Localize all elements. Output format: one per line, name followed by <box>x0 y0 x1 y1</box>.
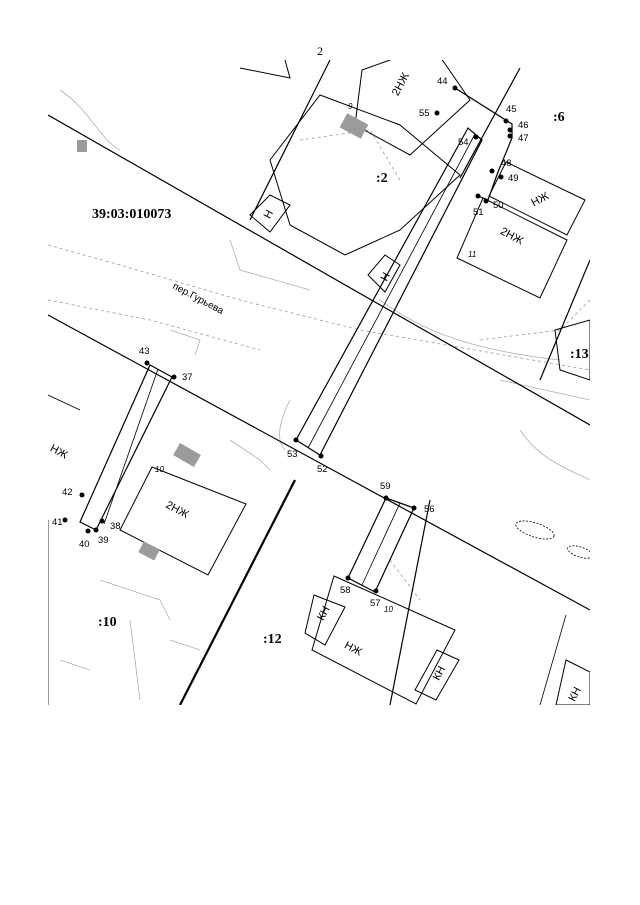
point-54-label: 54 <box>458 137 469 148</box>
building-nzh-east <box>488 161 586 236</box>
building-top-fragment <box>239 60 291 79</box>
building-2nzh-north <box>354 60 471 156</box>
point-48-label: 48 <box>501 158 512 169</box>
parcel-code-2: :2 <box>376 171 388 186</box>
parcel-code-6: :6 <box>553 110 565 125</box>
house-number-9: 9 <box>348 102 353 111</box>
label-2nzh-north: 2НЖ <box>390 71 412 98</box>
point-38-label: 38 <box>110 521 121 532</box>
building-n-west <box>249 194 291 233</box>
label-2nzh-east: 2НЖ <box>498 225 525 247</box>
point-40-label: 40 <box>79 539 90 550</box>
easement-strips <box>79 87 513 593</box>
point-57-label: 57 <box>370 598 381 609</box>
street-name: пер.Гурьева <box>171 281 226 317</box>
parcel-2-outline <box>269 94 461 256</box>
point-49-label: 49 <box>508 173 519 184</box>
point-53-label: 53 <box>287 449 298 460</box>
parcel-codes: 39:03:010073 :2 :6 :13 :10 :12 <box>92 110 589 647</box>
label-2nzh-south: 2НЖ <box>164 499 191 521</box>
label-nzh-west: НЖ <box>48 442 70 461</box>
point-59-label: 59 <box>380 481 391 492</box>
point-45-label: 45 <box>506 104 517 115</box>
page-number: 2 <box>317 44 323 58</box>
building-2nzh-south <box>119 466 247 576</box>
point-58-label: 58 <box>340 585 351 596</box>
point-43-label: 43 <box>139 346 150 357</box>
point-37-label: 37 <box>182 372 193 383</box>
point-46-label: 46 <box>518 120 529 131</box>
house-numbers: 9 11 10 10 <box>155 102 476 614</box>
house-number-10-a: 10 <box>155 465 164 474</box>
parcel-code-13: :13 <box>570 347 589 362</box>
parcel-code-12: :12 <box>263 632 282 647</box>
parcel-code-10: :10 <box>98 615 117 630</box>
building-nzh-south <box>311 575 456 705</box>
point-labels: 37 38 39 40 41 42 43 44 45 46 47 48 49 5… <box>52 76 529 609</box>
house-number-11: 11 <box>468 250 476 259</box>
building-n-east <box>367 254 401 293</box>
sheds <box>77 113 369 561</box>
point-39-label: 39 <box>98 535 109 546</box>
label-kn-3: КН <box>567 685 584 703</box>
road-outlines <box>48 89 590 701</box>
point-50-label: 50 <box>493 200 504 211</box>
point-51-label: 51 <box>473 207 484 218</box>
label-nzh-east: НЖ <box>529 190 551 209</box>
building-2nzh-east <box>456 197 568 299</box>
label-nzh-south: НЖ <box>342 639 364 658</box>
parcel-13-outline <box>554 319 590 381</box>
point-markers <box>62 85 513 594</box>
point-44-label: 44 <box>437 76 448 87</box>
shrubs <box>515 520 590 559</box>
point-56-label: 56 <box>424 504 435 515</box>
point-47-label: 47 <box>518 133 529 144</box>
parcel-boundaries <box>48 60 590 705</box>
buildings <box>119 60 590 705</box>
point-55-label: 55 <box>419 108 430 119</box>
label-n-west: Н <box>262 208 276 221</box>
point-42-label: 42 <box>62 487 73 498</box>
building-kn-1 <box>304 594 346 646</box>
point-41-label: 41 <box>52 517 63 528</box>
point-52-label: 52 <box>317 464 328 475</box>
building-kn-2 <box>414 649 460 701</box>
house-number-10-b: 10 <box>384 605 393 614</box>
quarter-code: 39:03:010073 <box>92 207 171 222</box>
label-kn-1: КН <box>315 604 332 622</box>
label-kn-2: КН <box>431 664 448 682</box>
building-kn-3 <box>555 659 590 705</box>
